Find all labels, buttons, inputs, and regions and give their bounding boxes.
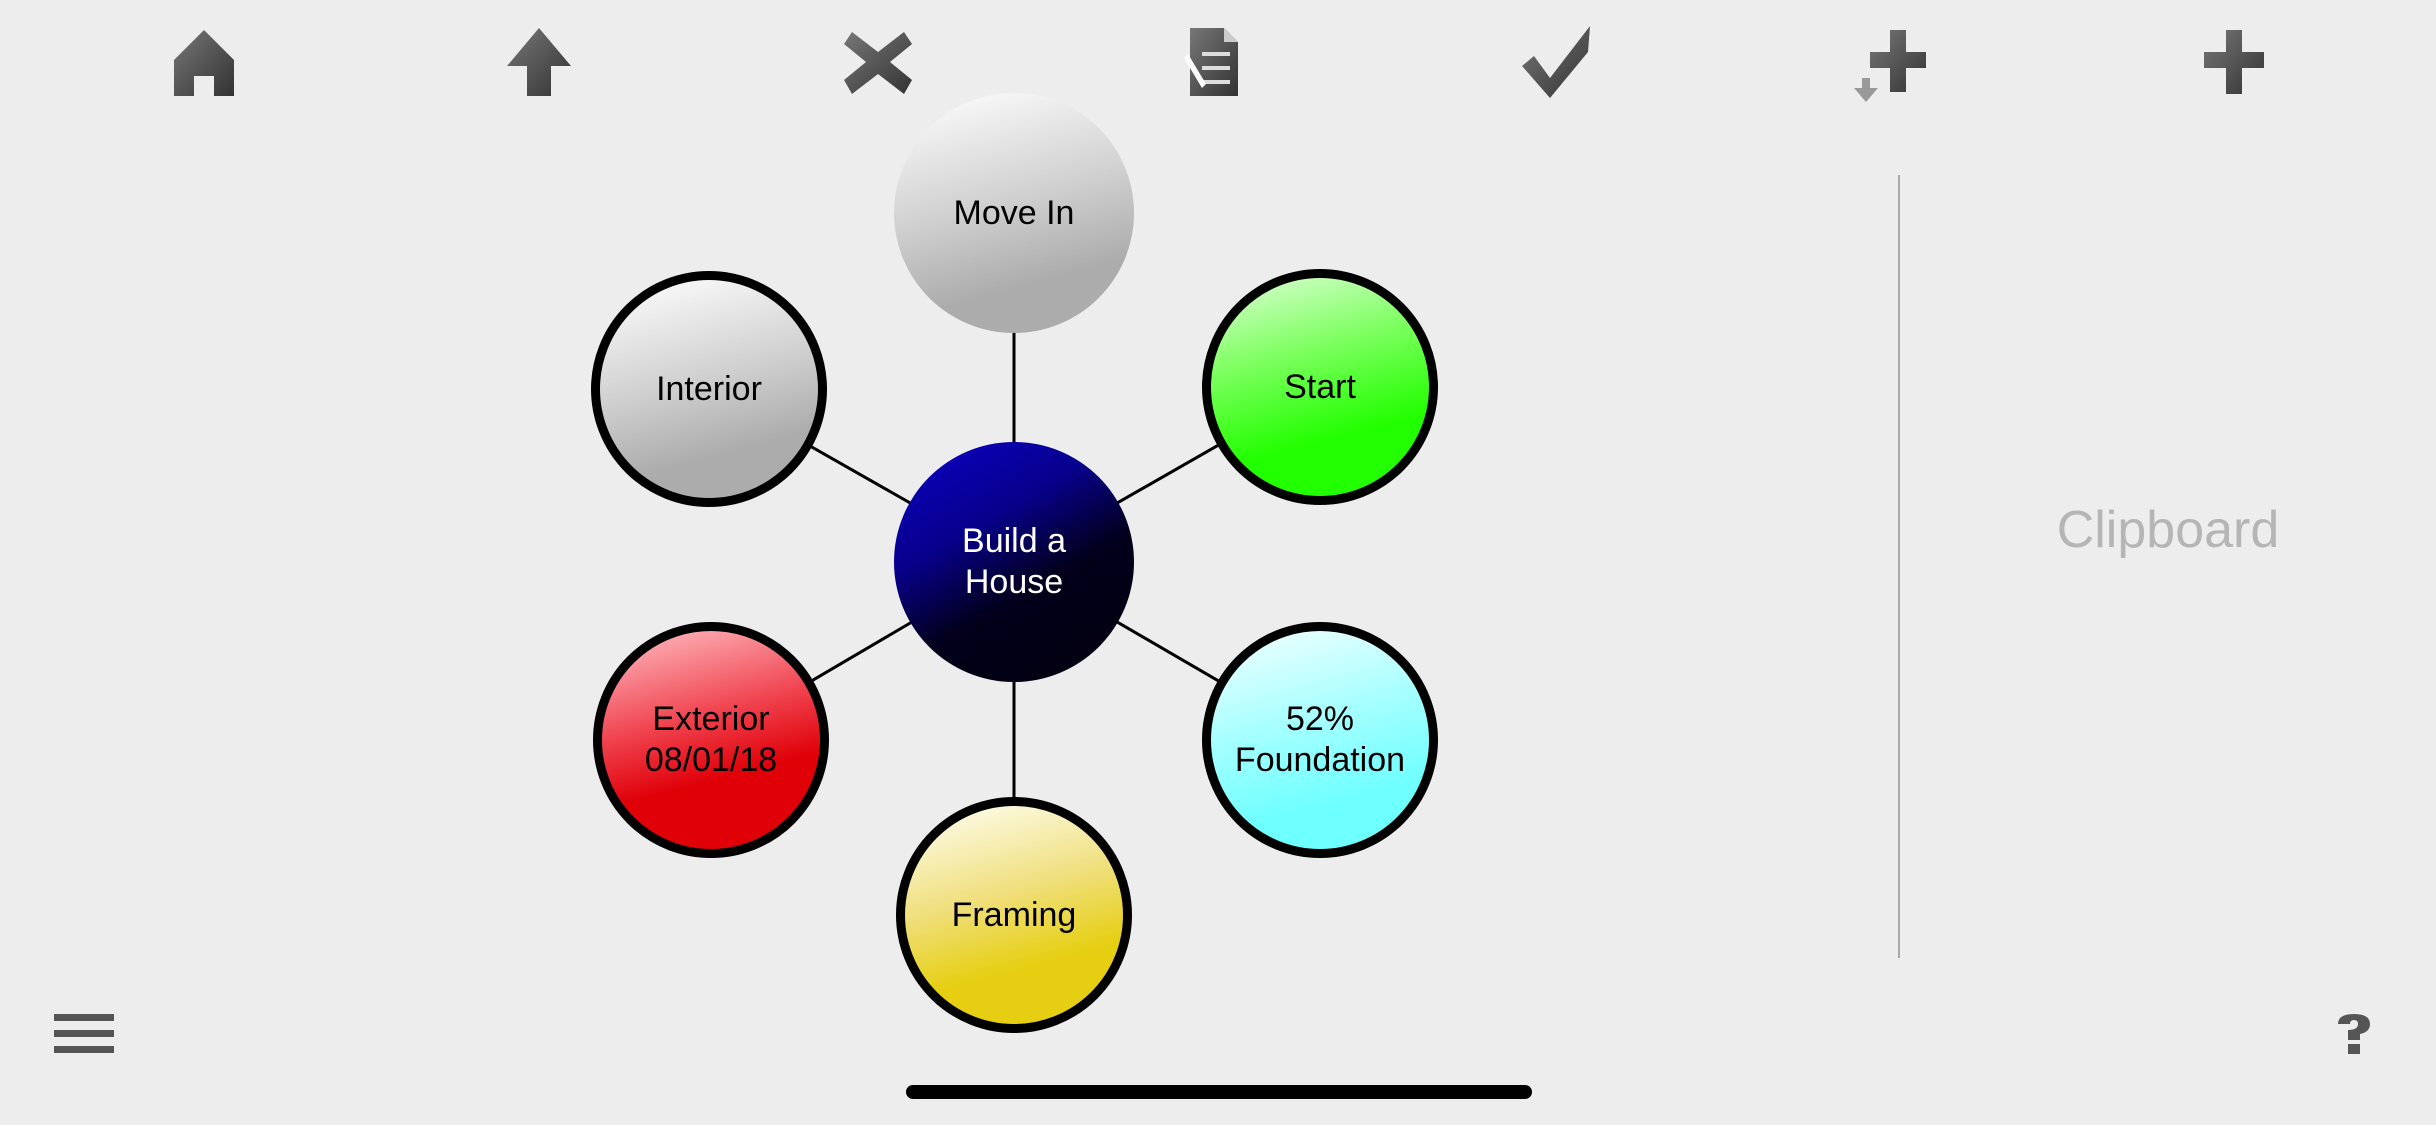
node-framing[interactable]: Framing bbox=[896, 797, 1132, 1033]
node-date: 08/01/18 bbox=[644, 741, 778, 779]
add-child-icon bbox=[1854, 30, 1926, 102]
add-icon bbox=[2204, 30, 2264, 94]
home-button[interactable] bbox=[164, 22, 244, 102]
add-child-button[interactable] bbox=[1848, 22, 1928, 102]
node-label: Interior bbox=[656, 369, 762, 408]
home-icon bbox=[174, 30, 234, 96]
help-button[interactable] bbox=[2334, 1012, 2374, 1056]
hamburger-menu-icon bbox=[54, 1014, 114, 1053]
node-label: Start bbox=[1284, 367, 1356, 406]
center-label-line1: Build a bbox=[962, 522, 1066, 560]
node-label: Foundation bbox=[1234, 741, 1406, 779]
up-button[interactable] bbox=[499, 22, 579, 102]
clipboard-divider bbox=[1898, 175, 1900, 958]
delete-x-icon bbox=[844, 32, 912, 94]
clipboard-area[interactable]: Clipboard bbox=[2056, 501, 2280, 559]
home-indicator[interactable] bbox=[906, 1085, 1532, 1099]
node-label: Move In bbox=[953, 193, 1075, 232]
checkmark-icon bbox=[1522, 26, 1590, 98]
node-interior[interactable]: Interior bbox=[591, 271, 827, 507]
center-label-line2: House bbox=[964, 563, 1064, 601]
node-label: Exterior bbox=[652, 700, 770, 738]
node-label: Framing bbox=[951, 895, 1077, 934]
menu-button[interactable] bbox=[52, 1012, 116, 1056]
node-progress: 52% bbox=[1285, 700, 1355, 738]
edit-document-icon bbox=[1184, 28, 1238, 96]
node-start[interactable]: Start bbox=[1202, 269, 1438, 505]
add-button[interactable] bbox=[2194, 22, 2274, 102]
help-question-icon bbox=[2338, 1014, 2370, 1054]
arrow-up-icon bbox=[507, 28, 571, 96]
edit-button[interactable] bbox=[1172, 22, 1252, 102]
complete-button[interactable] bbox=[1518, 22, 1598, 102]
delete-button[interactable] bbox=[838, 22, 918, 102]
node-foundation[interactable]: 52%Foundation bbox=[1202, 622, 1438, 858]
node-move-in[interactable]: Move In bbox=[894, 93, 1134, 333]
